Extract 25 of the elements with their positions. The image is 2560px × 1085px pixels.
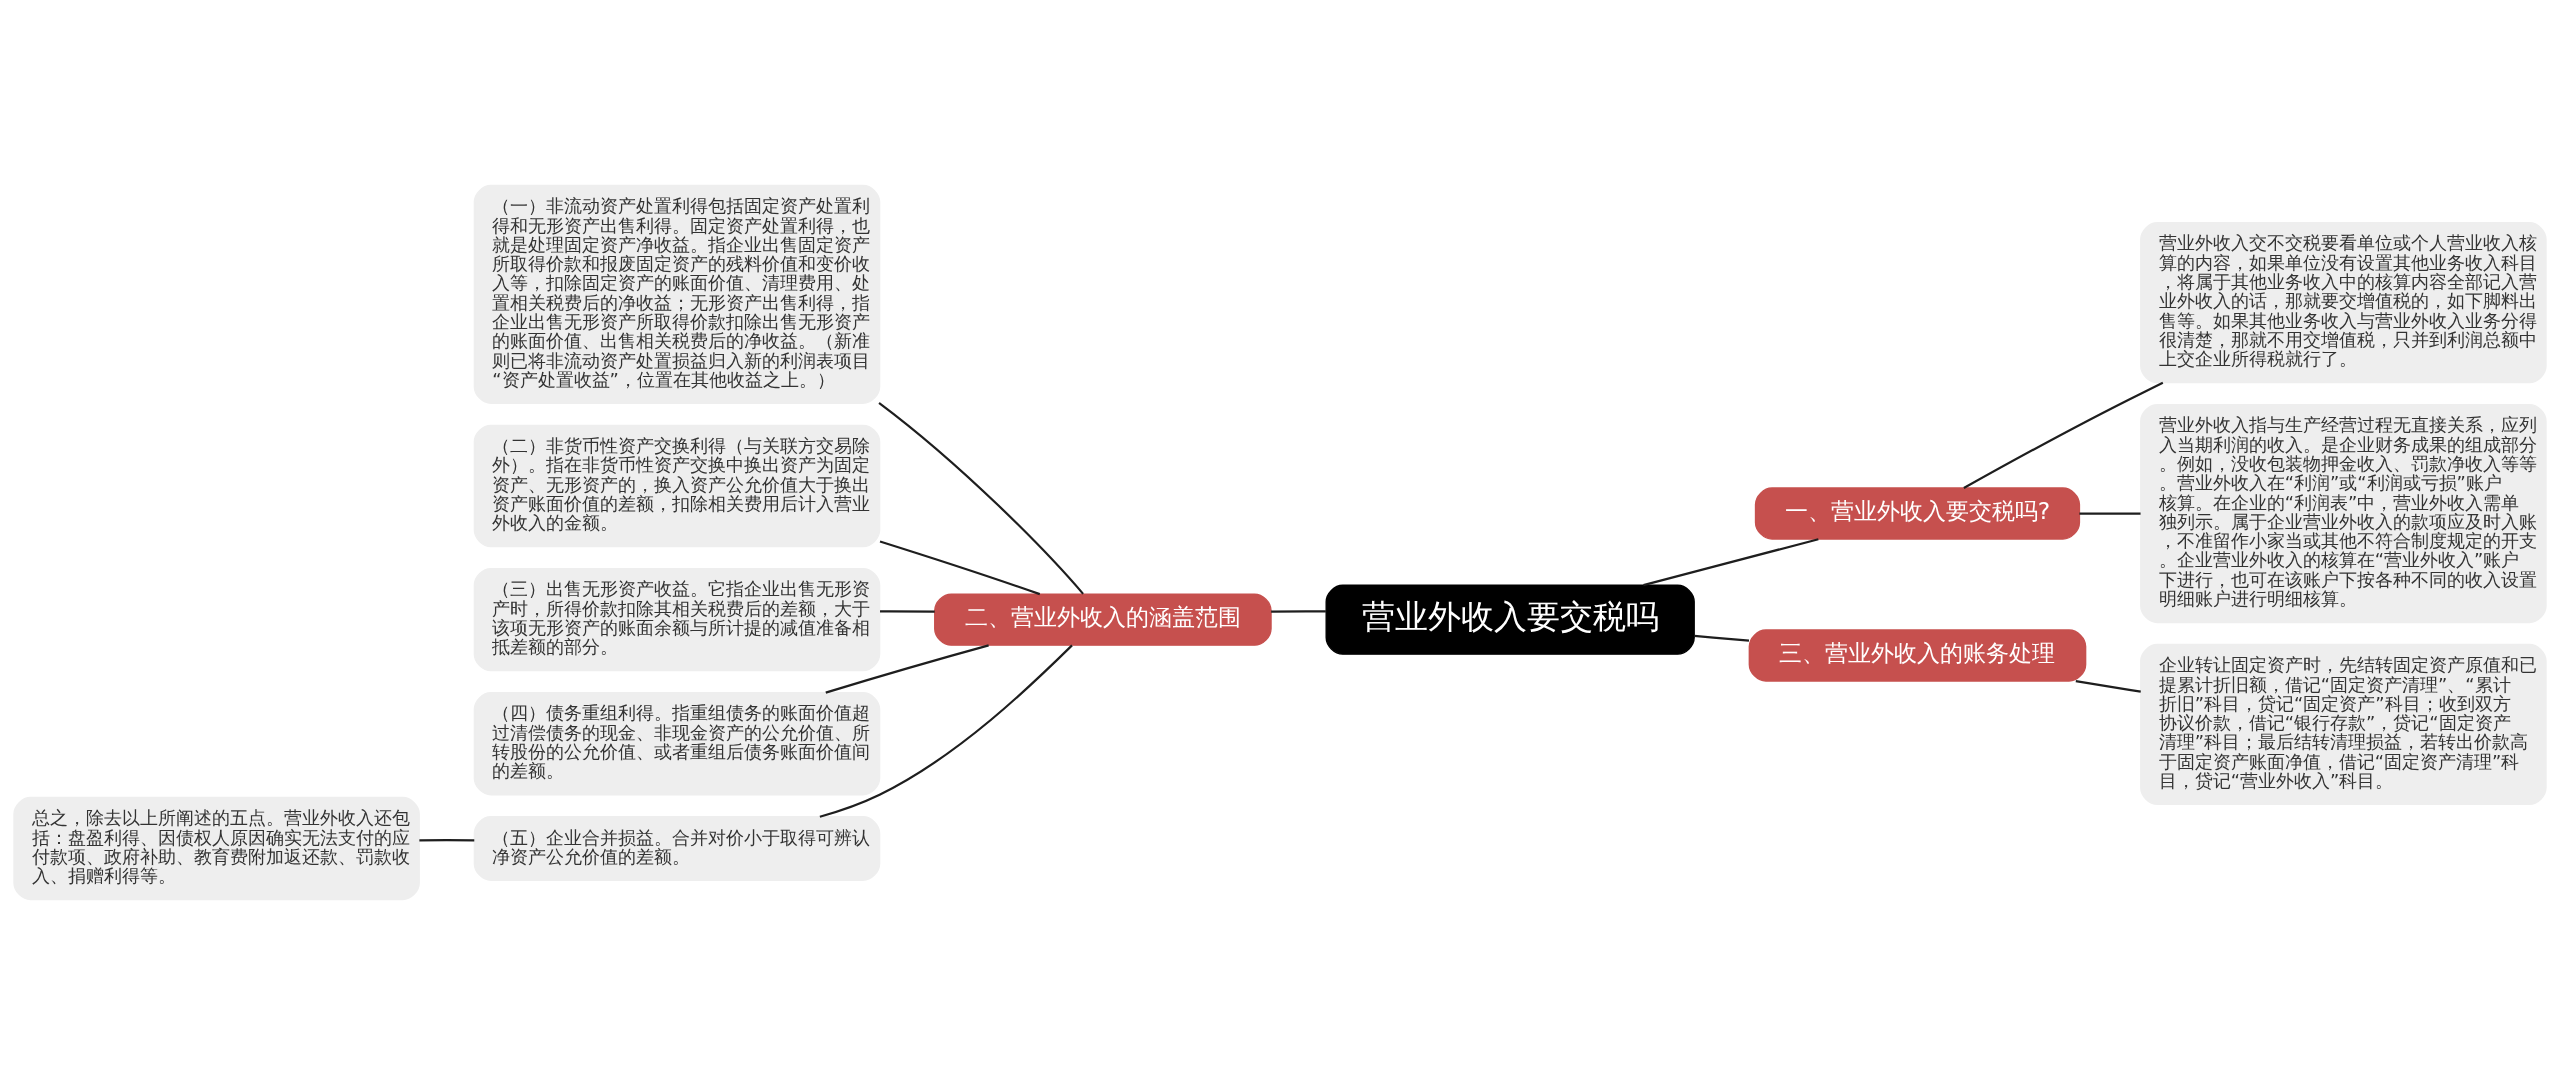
node-box: （一）非流动资产处置利得包括固定资产处置利得和无形资产出售利得。固定资产处置利得，也就是处理固定资产净收益。指企业出售固定资产所取得价款和报废固定资产的残料价值和变价收入等，扣除固定资产的账面价值、清理费用、处置相关税费后的净收益；无形资产出售利得，指企业出售无形资产所取得价款扣除出售无形资产的账面价值、出售相关税费后的净收益。（新准则已将非流动资产处置损益归入新的利润表项目“资产处置收益”，位置在其他收益之上。） bbox=[473, 184, 881, 404]
node-box: 营业外收入指与生产经营过程无直接关系，应列入当期利润的收入。是企业财务成果的组成部分。例如，没收包装物押金收入、罚款净收入等等。营业外收入在“利润”或“利润或亏损”账户核算。在企业的“利润表”中，营业外收入需单独列示。属于企业营业外收入的款项应及时入账，不准留作小家当或其他不符合制度规定的开支。企业营业外收入的核算在“营业外收入”账户下进行，也可在该账户下按各种不同的收入设置明细账户进行明细核算。 bbox=[2140, 404, 2547, 624]
connector bbox=[1643, 538, 1819, 587]
node-box: 一、营业外收入要交税吗? bbox=[1754, 487, 2081, 540]
connector bbox=[878, 402, 1084, 595]
connector bbox=[880, 610, 935, 613]
node-box: （三）出售无形资产收益。它指企业出售无形资产时，所得价款扣除其相关税费后的差额，大于该项无形资产的账面余额与所计提的减值准备相抵差额的部分。 bbox=[473, 568, 881, 672]
node-box: 营业外收入要交税吗 bbox=[1325, 584, 1695, 655]
node-box: 三、营业外收入的账务处理 bbox=[1748, 629, 2087, 682]
node-box: 营业外收入交不交税要看单位或个人营业收入核算的内容，如果单位没有设置其他业务收入科目，将属于其他业务收入中的核算内容全部记入营业外收入的话，那就要交增值税的，如下脚料出售等。如果其他业务收入与营业外收入业务分得很清楚，那就不用交增值税，只并到利润总额中上交企业所得税就行了。 bbox=[2140, 222, 2547, 384]
connector bbox=[879, 540, 1041, 596]
node-box: （四）债务重组利得。指重组债务的账面价值超过清偿债务的现金、非现金资产的公允价值、所转股份的公允价值、或者重组后债务账面价值间的差额。 bbox=[473, 692, 881, 796]
node-box: （二）非货币性资产交换利得（与关联方交易除外）。指在非货币性资产交换中换出资产为固定资产、无形资产的，换入资产公允价值大于换出资产账面价值的差额，扣除相关费用后计入营业外收入的金额。 bbox=[473, 424, 881, 548]
connector bbox=[419, 839, 475, 842]
connector bbox=[1271, 610, 1326, 613]
connector bbox=[819, 644, 1073, 818]
connector bbox=[2075, 680, 2141, 693]
node-box: （五）企业合并损益。合并对价小于取得可辨认净资产公允价值的差额。 bbox=[473, 816, 881, 881]
connector bbox=[1963, 381, 2164, 489]
connector bbox=[2079, 512, 2141, 515]
node-box: 企业转让固定资产时，先结转固定资产原值和已提累计折旧额，借记“固定资产清理”、“累计折旧”科目，贷记“固定资产”科目；收到双方协议价款，借记“银行存款”，贷记“固定资产清理”科目；最后结转清理损益，若转出价款高于固定资产账面净值，借记“固定资产清理”科目，贷记“营业外收入”科目。 bbox=[2140, 643, 2547, 806]
node-box: 总之，除去以上所阐述的五点。营业外收入还包括：盘盈利得、因债权人原因确实无法支付的应付款项、政府补助、教育费附加返还款、罚款收入、捐赠利得等。 bbox=[13, 796, 420, 901]
node-box: 二、营业外收入的涵盖范围 bbox=[934, 593, 1272, 646]
connector bbox=[1694, 634, 1750, 642]
connector bbox=[825, 644, 989, 694]
